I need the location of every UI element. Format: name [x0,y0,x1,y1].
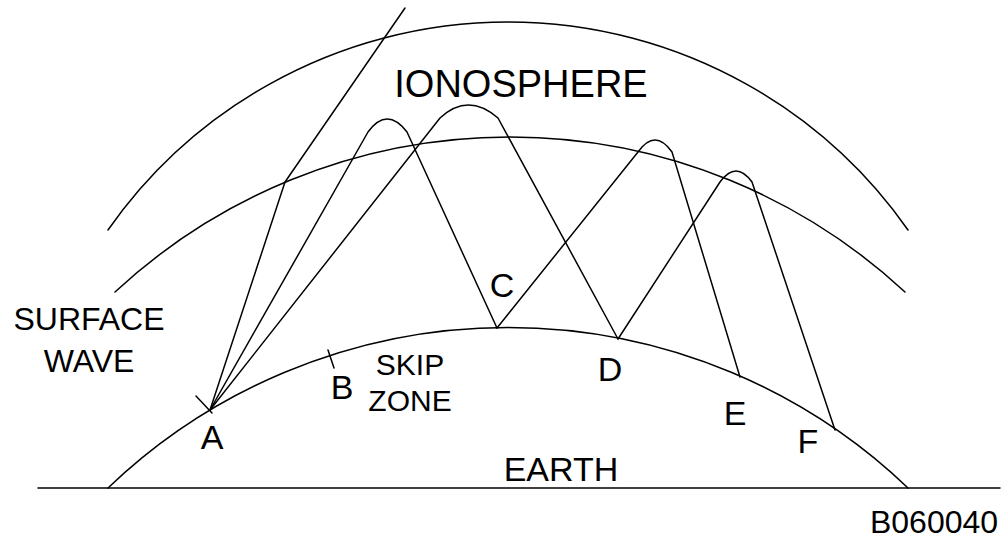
point-label: F [798,424,819,458]
tick-mark [328,350,334,368]
earth-surface [108,327,908,488]
sky-wave-ray [618,171,835,430]
escaping-ray [210,8,405,410]
drawing-number: B060040 [870,506,998,538]
point-label: E [724,396,747,430]
zone-label: SKIP ZONE [360,347,460,419]
tick-mark [196,396,212,413]
ground-line [38,487,1000,489]
sky-wave-ray [497,140,740,377]
region-label: IONOSPHERE [394,65,647,103]
point-label: C [490,268,515,302]
point-label: B [331,370,354,404]
point-label: A [201,420,224,454]
ionosphere-outer-layer [108,22,908,230]
sky-wave-ray [210,119,497,410]
region-label: EARTH [504,452,619,486]
wave-label: SURFACE WAVE [4,299,174,382]
point-label: D [598,352,623,386]
